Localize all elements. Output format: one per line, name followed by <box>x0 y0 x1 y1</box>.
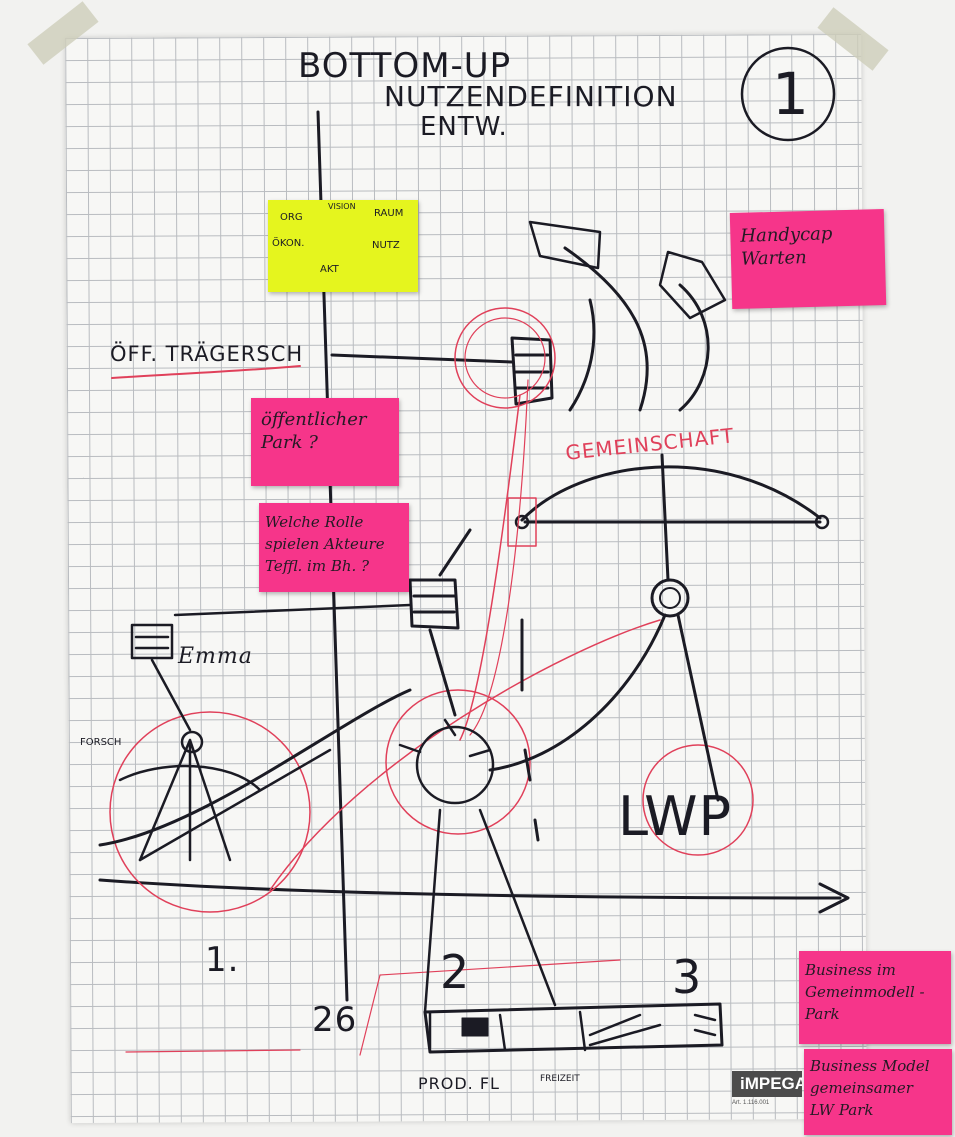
node-lwp <box>650 578 690 618</box>
red-circle-center <box>385 689 531 835</box>
curve-arrow-1 <box>563 246 649 412</box>
axis-arrowhead <box>818 882 850 914</box>
hex-label-oekon: ÖKON. <box>272 238 305 249</box>
box-shape-1 <box>528 220 602 270</box>
building-middle <box>408 578 460 630</box>
hex-label-akt: AKT <box>320 264 339 275</box>
sticky-note-text: öffentlicher Park ? <box>261 409 367 453</box>
label-prod-fl: PROD. FL <box>418 1074 500 1093</box>
building-top <box>510 336 554 406</box>
sticky-note-text: Welche Rolle spielen Akteure Teffl. im B… <box>265 513 385 575</box>
sticky-note-rolle-akteure: Welche Rolle spielen Akteure Teffl. im B… <box>259 503 409 592</box>
curve-arrow-2 <box>678 283 710 412</box>
traeger-underline <box>111 365 301 379</box>
label-oeff-traegerschaft: ÖFF. TRÄGERSCH <box>110 342 304 366</box>
label-lwp: LWP <box>618 785 733 848</box>
sticky-note-text: Business Model gemeinsamer LW Park <box>810 1057 930 1119</box>
emma-building <box>130 623 174 660</box>
red-circle-left <box>109 711 311 913</box>
sticky-note-text: Business im Gemeinmodell - Park <box>805 961 925 1023</box>
hex-label-org: ORG <box>280 212 303 223</box>
hex-label-nutz: NUTZ <box>372 240 400 251</box>
node-lwp-stem <box>660 453 670 582</box>
sticky-note-hexagon: ORG VISION RAUM ÖKON. NUTZ AKT <box>268 200 418 292</box>
page-number-circle <box>740 46 836 142</box>
red-link-1 <box>459 394 521 741</box>
label-num-2: 2 <box>440 945 471 999</box>
label-num-3: 3 <box>672 950 703 1004</box>
label-num-26: 26 <box>312 1000 358 1040</box>
red-circle-lwp <box>642 744 754 856</box>
dashed-line <box>520 618 540 842</box>
title-line-1: BOTTOM-UP <box>298 46 512 86</box>
label-freizeit: FREIZEIT <box>540 1074 580 1084</box>
red-circle-top <box>454 307 556 409</box>
label-forsch: FORSCH <box>80 737 122 748</box>
sticky-note-business-model-lw-park: Business Model gemeinsamer LW Park <box>804 1049 952 1135</box>
person-head <box>415 725 495 805</box>
box-shape-2 <box>658 250 727 320</box>
sticky-note-text: Handycap Warten <box>740 223 833 270</box>
brand-logo: iMPEGA <box>732 1071 802 1097</box>
traeger-line <box>330 353 514 364</box>
prod-fill <box>461 1017 489 1037</box>
sticky-note-oeffentlicher-park: öffentlicher Park ? <box>251 398 399 486</box>
page-number: 1 <box>772 60 810 128</box>
label-emma: Emma <box>178 644 253 669</box>
hex-label-raum: RAUM <box>374 208 404 219</box>
curve-arrow-3 <box>568 298 596 412</box>
title-line-2: NUTZENDEFINITION <box>384 80 678 113</box>
title-line-3: ENTW. <box>420 112 508 142</box>
gemeinschaft-arc <box>520 465 822 522</box>
prod-area <box>423 1002 724 1054</box>
sticky-note-handicap: Handycap Warten <box>729 209 887 309</box>
label-num-1: 1. <box>205 940 240 980</box>
globe-lines <box>118 738 262 862</box>
horizontal-axis <box>98 878 842 900</box>
red-link-2 <box>469 379 529 736</box>
sticky-note-business-gemeinmodell: Business im Gemeinmodell - Park <box>799 951 951 1044</box>
article-number: Art. 1.116.001 <box>732 1100 770 1106</box>
red-curve <box>269 619 661 891</box>
hex-label-vision: VISION <box>328 202 356 211</box>
